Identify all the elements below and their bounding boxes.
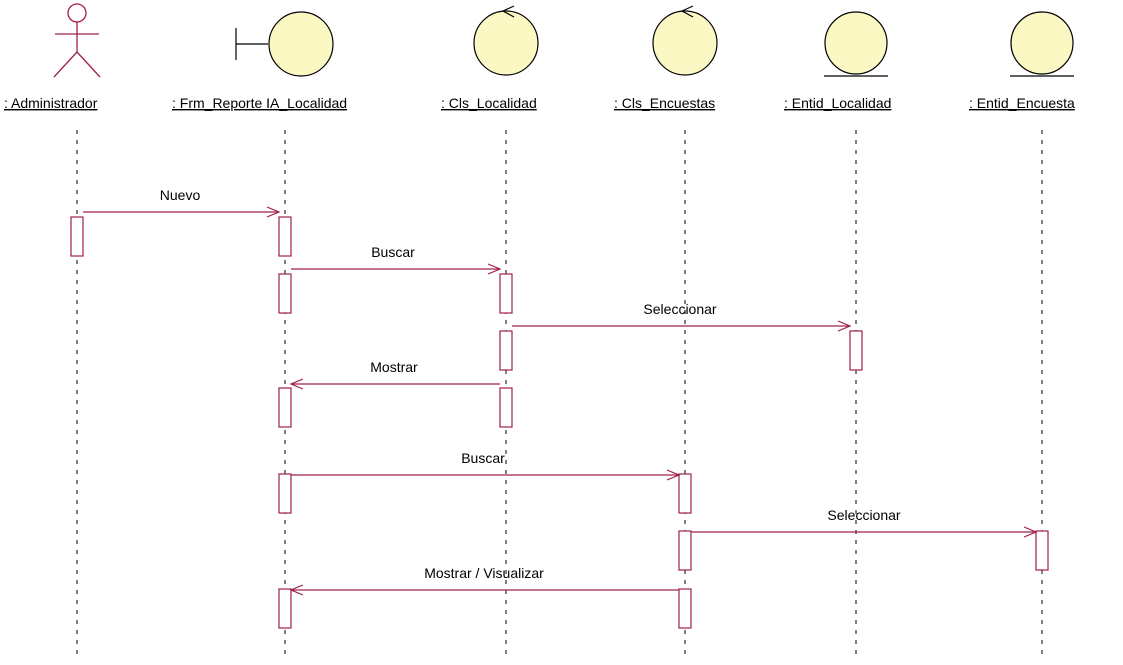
activation-bar xyxy=(278,216,292,257)
participant-label-frm-reporte: : Frm_Reporte IA_Localidad xyxy=(172,95,347,111)
message-label: Nuevo xyxy=(160,187,201,203)
message-label: Seleccionar xyxy=(827,507,900,523)
message-label: Seleccionar xyxy=(643,301,716,317)
activation-bar xyxy=(499,273,513,314)
activation-bar xyxy=(278,387,292,428)
entity-icon xyxy=(824,11,888,77)
participant-label-cls-localidad: : Cls_Localidad xyxy=(441,95,537,111)
participant-label-entid-localidad: : Entid_Localidad xyxy=(784,95,891,111)
message-label: Buscar xyxy=(461,450,505,466)
activation-bar xyxy=(678,530,692,571)
participant-label-entid-encuesta: : Entid_Encuesta xyxy=(969,95,1075,111)
activation-bar xyxy=(1035,530,1049,571)
activation-bar xyxy=(278,588,292,629)
entity-icon xyxy=(1010,11,1074,77)
message-label: Buscar xyxy=(371,244,415,260)
actor-icon xyxy=(53,3,101,78)
boundary-icon xyxy=(235,11,334,77)
message-label: Mostrar / Visualizar xyxy=(424,565,544,581)
activation-bar xyxy=(678,588,692,629)
control-icon xyxy=(652,5,718,76)
participant-label-cls-encuestas: : Cls_Encuestas xyxy=(614,95,715,111)
activation-bar xyxy=(499,387,513,428)
activation-bar xyxy=(70,216,84,257)
activation-bar xyxy=(849,330,863,371)
message-label: Mostrar xyxy=(370,359,418,375)
control-icon xyxy=(473,5,539,76)
activation-bar xyxy=(678,473,692,514)
participant-label-administrador: : Administrador xyxy=(4,95,98,111)
activation-bar xyxy=(499,330,513,371)
activation-bar xyxy=(278,473,292,514)
activation-bar xyxy=(278,273,292,314)
